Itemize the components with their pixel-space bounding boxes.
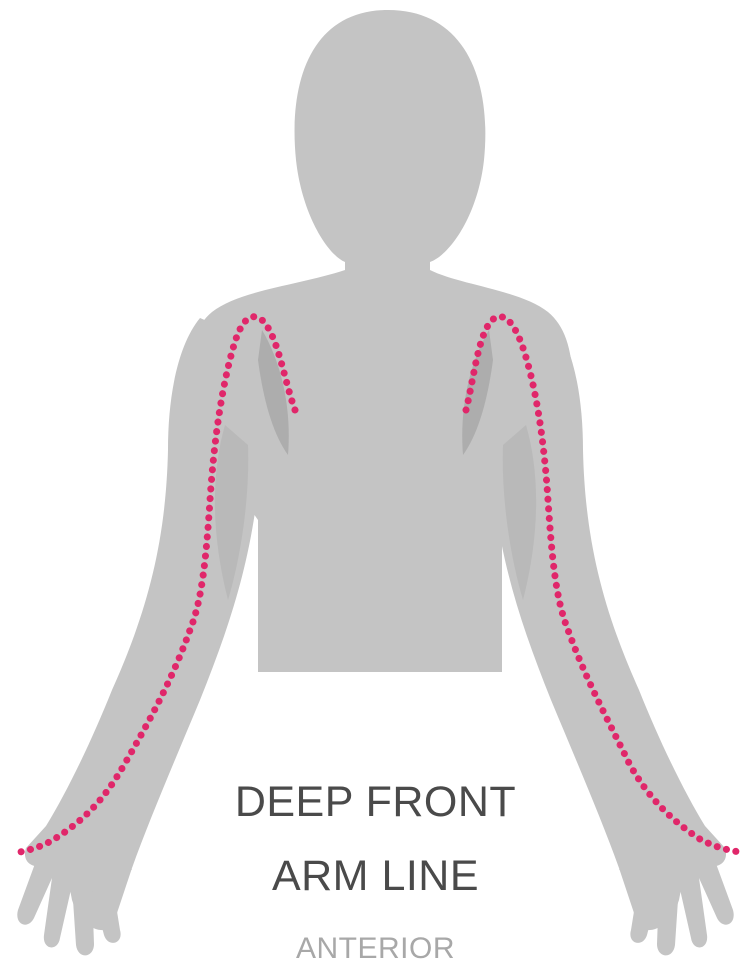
diagram-title-line-1: DEEP FRONT <box>0 778 751 827</box>
head <box>295 10 486 285</box>
diagram-title-line-2: ARM LINE <box>0 852 751 901</box>
left-arm <box>25 318 260 930</box>
right-arm <box>491 318 726 930</box>
view-label: ANTERIOR <box>0 932 751 966</box>
